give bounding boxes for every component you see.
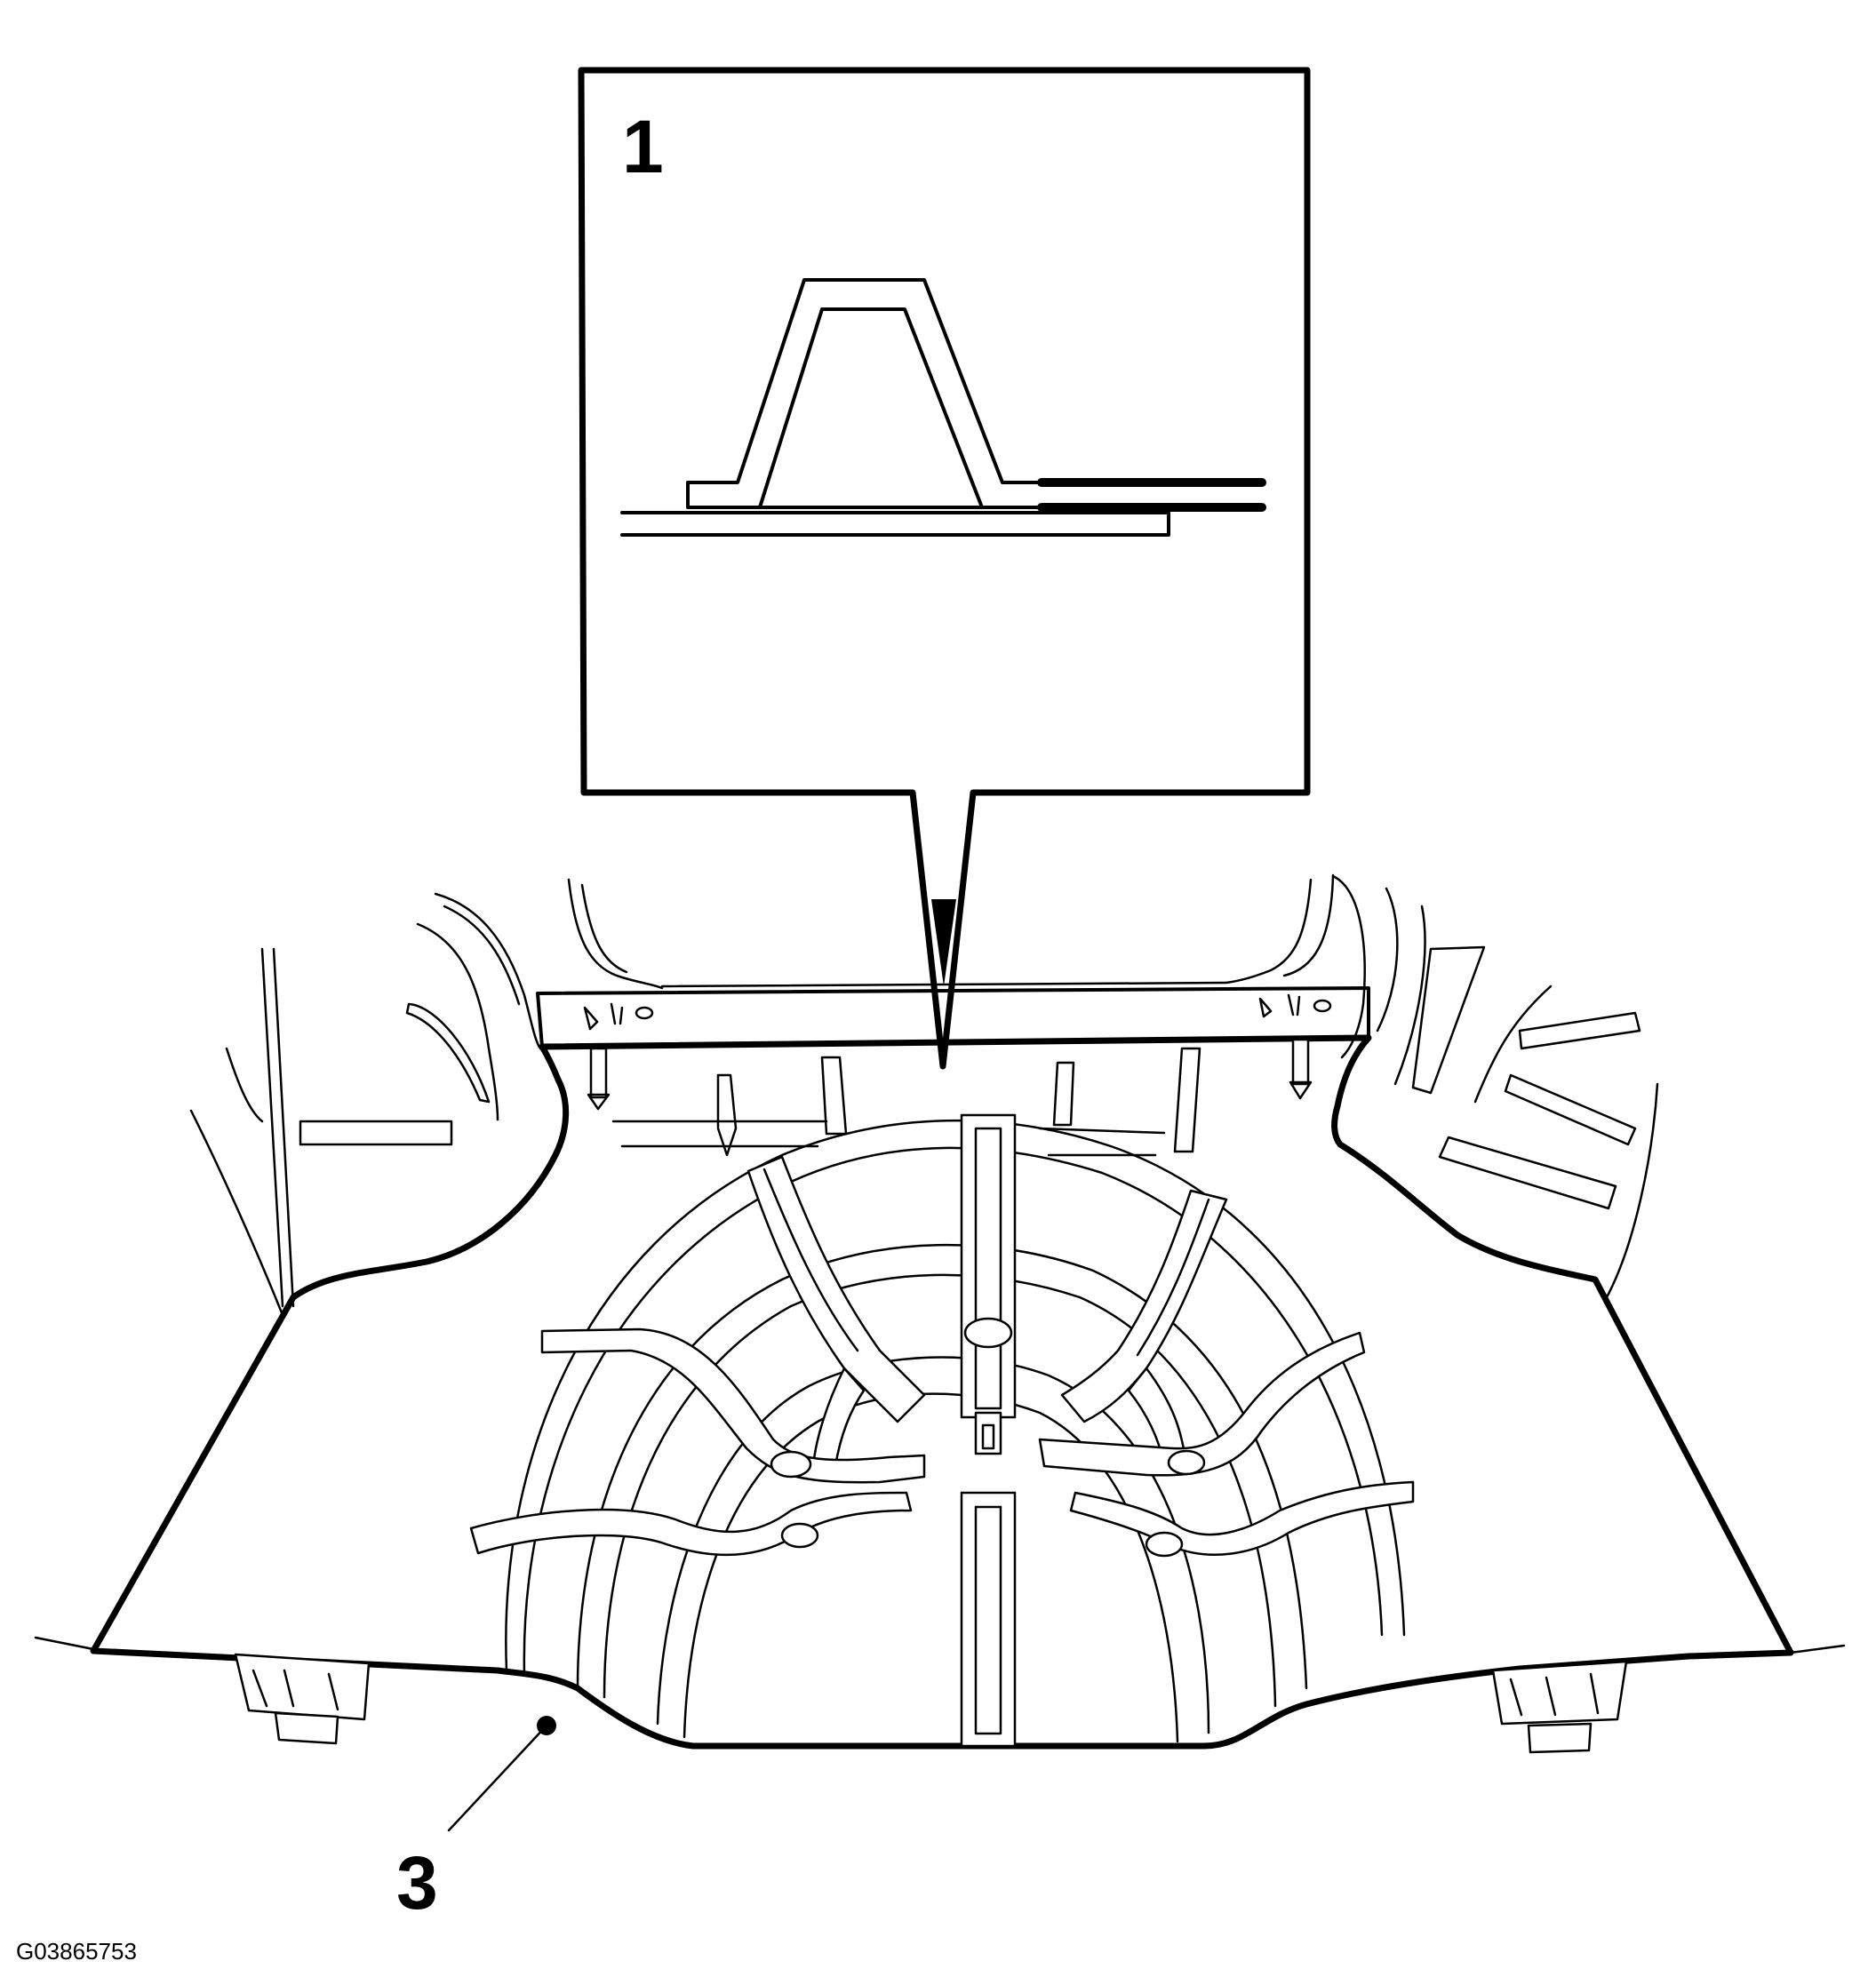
figure-id: G03865753 [16,1938,137,1965]
center-rib-lower [960,1491,1017,1748]
rear-panel-left-inner [580,883,628,974]
profile-flange [686,481,1043,509]
well-ring-mid-2 [603,1273,1277,1708]
seam-cross-section [620,278,1266,537]
rear-panel-right-inner [1282,873,1335,977]
bumper-bracket-right [1491,1660,1628,1754]
bracket-right-lower-hole [1145,1531,1184,1558]
profile-inner [758,307,984,509]
stud-3 [1052,1061,1075,1127]
spare-wheel-well [505,1119,1406,1743]
bracket-left-upper [540,1327,926,1484]
bracket-right-upper [1038,1331,1366,1477]
callout-number-detail: 1 [622,105,664,188]
trunk-floor-outline [90,1034,1794,1750]
tailgate-lower-edge [660,981,1228,988]
right-quarter-outer-2 [1376,887,1399,1032]
right-rib-2 [1504,1073,1637,1146]
detail-inset [578,67,1311,1070]
right-rib-1 [1518,1011,1641,1050]
detail-inset-frame [578,67,1311,1070]
stud-4 [1173,1047,1201,1153]
left-brace-fork [811,1367,866,1468]
left-quarter-trim [416,922,499,1121]
left-pillar-c [189,1109,284,1317]
rear-panel-left [567,878,664,990]
trunk-floor-assembly [34,873,1846,1832]
well-ring-inner-2 [683,1392,1179,1743]
right-window-piece [1411,945,1486,1095]
floor-edge-lines [611,1120,1166,1157]
callout-number-part: 3 [396,1841,438,1925]
callout-3-leader [447,1724,548,1832]
bracket-left-lower-hole [780,1522,819,1549]
right-arch-brace-inner [1136,1198,1210,1357]
bracket-left-lower [469,1491,913,1557]
stud-1 [716,1073,738,1157]
well-ring-outer [505,1119,1406,1672]
right-rib-3 [1438,1136,1617,1210]
left-quarter-outer-2 [443,905,521,1006]
right-pillar-inner [1473,985,1553,1104]
crossmember-slots-right [1258,993,1332,1018]
left-arch-brace-inner [762,1168,859,1352]
hook-bracket-right [1289,1038,1313,1100]
bumper-bracket-left [234,1653,371,1745]
bracket-left-upper-hole [770,1450,812,1479]
base-panel [620,511,1170,537]
ground-line-right [1789,1644,1846,1654]
profile-outer [686,278,1043,484]
left-quarter-outer [434,892,542,1050]
ground-line-left [34,1636,95,1651]
right-arch-brace [1060,1189,1228,1423]
callout-pointer-tip [931,899,956,986]
left-window-piece [405,1002,491,1104]
hook-bracket-left [587,1047,611,1111]
left-side-slot [299,1120,453,1146]
left-pillar-b [225,1047,264,1123]
left-pillar-a [260,947,295,1308]
left-arch-brace [746,1155,926,1423]
right-pillar [1605,1082,1659,1299]
right-quarter-outer [1331,874,1366,1059]
rear-panel-right [1225,878,1313,985]
center-rib-upper [960,1113,1017,1455]
bracket-right-upper-hole [1167,1449,1206,1476]
right-quarter-trim [1393,905,1426,1086]
crossmember-slots-left [583,1002,654,1031]
